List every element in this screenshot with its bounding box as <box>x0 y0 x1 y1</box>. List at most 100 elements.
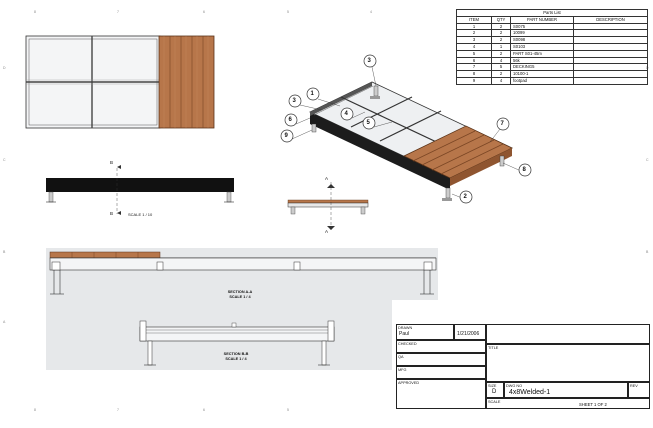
front-view-scale: SCALE 1 / 10 <box>128 212 153 217</box>
parts-number-cell: PART S01-45m <box>510 49 574 58</box>
balloon-9: 9 <box>284 132 288 139</box>
section-b-title: SECTION B-B <box>223 352 249 356</box>
parts-item-cell: 4 <box>456 42 492 51</box>
parts-qty-cell: 2 <box>491 70 511 78</box>
border-tick-left-b: B <box>3 250 6 254</box>
tb-dwg-no-value: 4x8Welded-1 <box>509 388 551 396</box>
balloon-2: 2 <box>463 193 467 200</box>
tb-approved-cell: APPROVED <box>396 379 486 409</box>
isometric-view <box>291 66 522 201</box>
side-view <box>287 182 369 232</box>
tb-drawn-label: DRAWN <box>398 325 413 330</box>
border-tick-top-6: 6 <box>203 10 205 14</box>
section-b-caption: SECTION B-B SCALE 1 / 4 <box>196 352 276 361</box>
parts-header-part-number: PART NUMBER <box>510 15 574 24</box>
parts-description-cell <box>573 22 648 31</box>
tb-qa-cell: QA <box>396 353 486 366</box>
tb-drawn-name: Paul <box>399 331 410 337</box>
border-tick-bottom-8: 8 <box>34 408 36 412</box>
tb-mfg-cell: MFG <box>396 366 486 379</box>
border-tick-right-c: C <box>646 158 649 162</box>
parts-item-cell: 7 <box>456 63 492 72</box>
border-tick-bottom-6: 6 <box>203 408 205 412</box>
section-b-view <box>46 300 392 370</box>
balloon-1: 1 <box>310 90 314 97</box>
border-tick-right-b: B <box>646 250 649 254</box>
parts-qty-cell: 2 <box>491 22 511 31</box>
border-tick-left-c: C <box>3 158 6 162</box>
tb-drawn-date: 1/21/2006 <box>457 331 480 337</box>
tb-checked-label: CHECKED <box>398 341 417 346</box>
tb-blank-cell <box>486 324 650 344</box>
parts-qty-cell: 2 <box>491 36 511 44</box>
tb-size-label: SIZE <box>488 383 497 388</box>
parts-description-cell <box>573 49 648 58</box>
tb-drawn-cell: DRAWN Paul <box>396 324 454 340</box>
tb-dwg-no-label: DWG NO <box>506 383 523 388</box>
border-tick-bottom-7: 7 <box>117 408 119 412</box>
parts-description-cell <box>573 63 648 72</box>
tb-scale-label: SCALE <box>488 399 501 404</box>
section-a-view <box>46 248 438 300</box>
parts-number-cell: 10100-1 <box>510 70 574 78</box>
balloon-3a: 3 <box>367 57 371 64</box>
parts-list-title-row: Parts List <box>456 9 648 17</box>
tb-sheet-label: SHEET 1 OF 2 <box>579 402 607 407</box>
border-tick-top-7: 7 <box>117 10 119 14</box>
tb-mfg-label: MFG <box>398 367 407 372</box>
parts-number-cell: footpad <box>510 76 574 85</box>
front-view <box>46 165 234 215</box>
parts-description-cell <box>573 29 648 38</box>
section-a-marker-bottom: A <box>325 229 329 234</box>
border-tick-top-8: 8 <box>34 10 36 14</box>
parts-number-cell: S0075 <box>510 22 574 31</box>
balloon-3b: 3 <box>292 97 296 104</box>
border-tick-left-d: D <box>3 66 6 70</box>
tb-title-cell: TITLE <box>486 344 650 382</box>
tb-drawn-date-cell: 1/21/2006 <box>454 324 486 340</box>
parts-item-cell: 2 <box>456 29 492 38</box>
parts-item-cell: 6 <box>456 56 492 65</box>
parts-header-qty: QTY <box>491 15 511 24</box>
tb-dwg-no-cell: DWG NO 4x8Welded-1 <box>504 382 628 398</box>
tb-rev-cell: REV <box>628 382 650 398</box>
parts-qty-cell: 5 <box>491 63 511 72</box>
section-b-scale: SCALE 1 / 4 <box>225 356 247 361</box>
tb-size-cell: SIZE D <box>486 382 504 398</box>
parts-description-cell <box>573 70 648 78</box>
section-b-marker-bottom: B <box>110 211 114 216</box>
parts-header-description: DESCRIPTION <box>573 15 648 24</box>
parts-item-cell: 8 <box>456 70 492 78</box>
border-tick-left-a: A <box>3 320 6 324</box>
tb-checked-cell: CHECKED <box>396 340 486 353</box>
section-a-caption: SECTION A-A SCALE 1 / 4 <box>200 290 280 299</box>
parts-number-cell: 56k <box>510 56 574 65</box>
parts-description-cell <box>573 76 648 85</box>
parts-item-cell: 3 <box>456 36 492 44</box>
parts-item-cell: 5 <box>456 49 492 58</box>
balloons <box>280 54 532 204</box>
balloon-8: 8 <box>522 166 526 173</box>
parts-qty-cell: 1 <box>491 42 511 51</box>
tb-approved-label: APPROVED <box>398 380 420 385</box>
parts-number-cell: S0103 <box>510 42 574 51</box>
parts-qty-cell: 4 <box>491 56 511 65</box>
parts-description-cell <box>573 42 648 51</box>
balloon-7: 7 <box>500 120 504 127</box>
tb-scale-cell: SCALE SHEET 1 OF 2 <box>486 398 650 409</box>
parts-header-item: ITEM <box>456 15 492 24</box>
parts-number-cell: S0098 <box>510 36 574 44</box>
parts-description-cell <box>573 56 648 65</box>
parts-qty-cell: 2 <box>491 29 511 38</box>
parts-qty-cell: 4 <box>491 76 511 85</box>
parts-number-cell: 10099 <box>510 29 574 38</box>
section-a-title: SECTION A-A <box>227 290 253 294</box>
parts-list-title: Parts List <box>456 9 648 17</box>
